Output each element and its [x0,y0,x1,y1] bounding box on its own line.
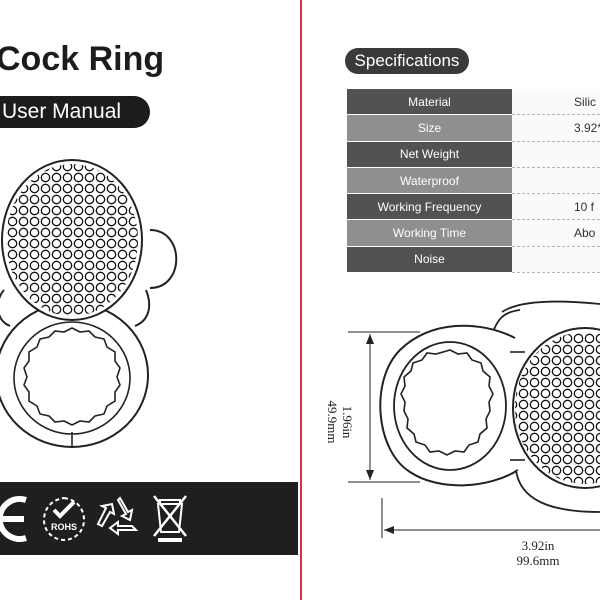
table-row: Net Weight [347,141,600,168]
recycle-icon [96,496,140,544]
spec-key: Waterproof [347,167,512,195]
spec-value: 3.92* [512,114,600,142]
table-row: Material Silic [347,89,600,116]
spec-value: Silic [512,89,600,116]
spec-value: 10 f [512,193,600,221]
spec-key: Material [347,89,512,116]
table-row: Noise [347,246,600,274]
spec-value [512,167,600,195]
spec-key: Working Time [347,219,512,247]
height-dimension: 1.96in 49.9mm [321,384,355,460]
ce-mark-icon [0,492,30,550]
width-millimeters: 99.6mm [516,553,560,568]
width-inches: 3.92in [521,538,555,553]
spec-key: Net Weight [347,141,512,168]
dimension-drawing [348,300,600,538]
spec-value: Abo [512,219,600,247]
user-manual-label: User Manual [0,96,150,128]
weee-bin-icon [150,492,190,548]
height-inches: 1.96in [340,405,355,439]
page-fold-line [300,0,302,600]
specifications-heading: Specifications [345,48,469,74]
specifications-table: Material Silic Size 3.92* Net Weight Wat… [347,89,600,274]
table-row: Size 3.92* [347,114,600,142]
rohs-label: ROHS [51,522,77,532]
spec-value [512,141,600,168]
product-title: Cock Ring [0,40,165,78]
height-millimeters: 49.9mm [325,400,340,444]
table-row: Waterproof [347,167,600,195]
table-row: Working Frequency 10 f [347,193,600,221]
rohs-mark-icon: ROHS [40,494,88,548]
width-dimension: 3.92in 99.6mm [488,538,588,568]
spec-key: Noise [347,246,512,274]
spec-key: Working Frequency [347,193,512,221]
certification-band: ROHS [0,482,298,555]
table-row: Working Time Abo [347,219,600,247]
spec-value [512,246,600,274]
product-illustration [0,159,178,448]
spec-key: Size [347,114,512,142]
